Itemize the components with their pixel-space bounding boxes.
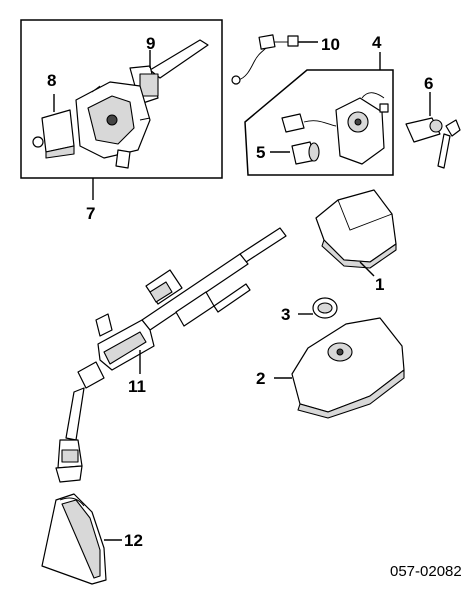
switch-assembly-box bbox=[20, 19, 223, 200]
callout-10: 10 bbox=[321, 35, 340, 54]
callout-5: 5 bbox=[256, 143, 265, 162]
part-4-ignition-box bbox=[244, 52, 394, 176]
callout-7: 7 bbox=[86, 204, 95, 223]
callout-3: 3 bbox=[281, 305, 290, 324]
drawing-code: 057-02082 bbox=[390, 563, 462, 580]
combination-switch-housing bbox=[75, 81, 151, 169]
callout-11: 11 bbox=[128, 377, 146, 396]
part-3-bushing bbox=[298, 297, 338, 319]
callout-4: 4 bbox=[372, 33, 382, 52]
callout-9: 9 bbox=[146, 34, 155, 53]
part-10-harness bbox=[231, 34, 318, 85]
callout-6: 6 bbox=[424, 74, 433, 93]
part-1-upper-cover bbox=[315, 189, 397, 277]
part-12-boot bbox=[41, 493, 122, 585]
part-8-switch-body bbox=[32, 94, 75, 159]
callout-1: 1 bbox=[375, 275, 384, 294]
callout-2: 2 bbox=[256, 369, 265, 388]
part-9-lever-switch bbox=[129, 39, 209, 105]
part-5-key-cylinder bbox=[270, 141, 320, 165]
callout-12: 12 bbox=[124, 531, 143, 550]
part-2-lower-cover bbox=[274, 317, 405, 419]
part-6-lock-and-key bbox=[405, 92, 461, 169]
callout-8: 8 bbox=[47, 71, 56, 90]
part-11-steering-column bbox=[55, 227, 287, 483]
ignition-switch-body bbox=[281, 92, 389, 165]
